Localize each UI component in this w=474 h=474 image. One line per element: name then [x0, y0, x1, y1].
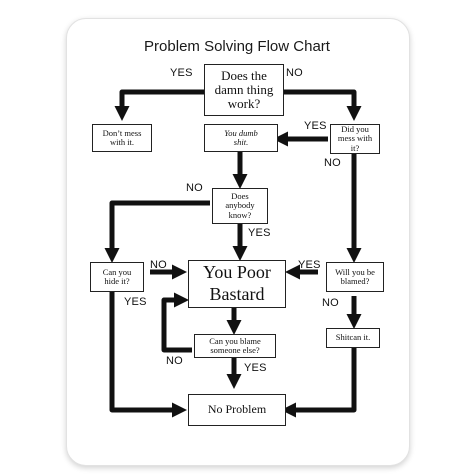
- label-mess-no: NO: [324, 157, 341, 169]
- label-hide-no: NO: [150, 259, 167, 271]
- node-shitcan-it: Shitcan it.: [326, 328, 380, 348]
- label-blame-no: NO: [166, 355, 183, 367]
- label-work-yes: YES: [170, 67, 193, 79]
- chart-title: Problem Solving Flow Chart: [144, 38, 330, 55]
- connector-hide-yes: [109, 292, 187, 418]
- label-blame-yes: YES: [244, 362, 267, 374]
- label-anybody-no: NO: [186, 182, 203, 194]
- node-did-you-mess-with-it: Did you mess with it?: [330, 124, 380, 154]
- connector-work-yes: [114, 89, 204, 121]
- connector-work-no: [284, 89, 362, 121]
- label-blamed-no: NO: [322, 297, 339, 309]
- connector-anybody-no: [104, 200, 210, 263]
- label-mess-yes: YES: [304, 120, 327, 132]
- label-anybody-yes: YES: [248, 227, 271, 239]
- label-hide-yes: YES: [124, 296, 147, 308]
- node-no-problem: No Problem: [188, 394, 286, 426]
- label-blamed-yes: YES: [298, 259, 321, 271]
- node-can-you-hide-it: Can you hide it?: [90, 262, 144, 292]
- node-you-dumb-shit: You dumb shit.: [204, 124, 278, 152]
- node-dont-mess-with-it: Don’t mess with it.: [92, 124, 152, 152]
- node-does-anybody-know: Does anybody know?: [212, 188, 268, 224]
- node-you-poor-bastard: You Poor Bastard: [188, 260, 286, 308]
- node-can-you-blame-someone-else: Can you blame someone else?: [194, 334, 276, 358]
- label-work-no: NO: [286, 67, 303, 79]
- node-will-you-be-blamed: Will you be blamed?: [326, 262, 384, 292]
- connector-shitcan-noproblem: [281, 348, 357, 418]
- node-does-it-work: Does the damn thing work?: [204, 64, 284, 116]
- connector-blame-no: [161, 292, 192, 353]
